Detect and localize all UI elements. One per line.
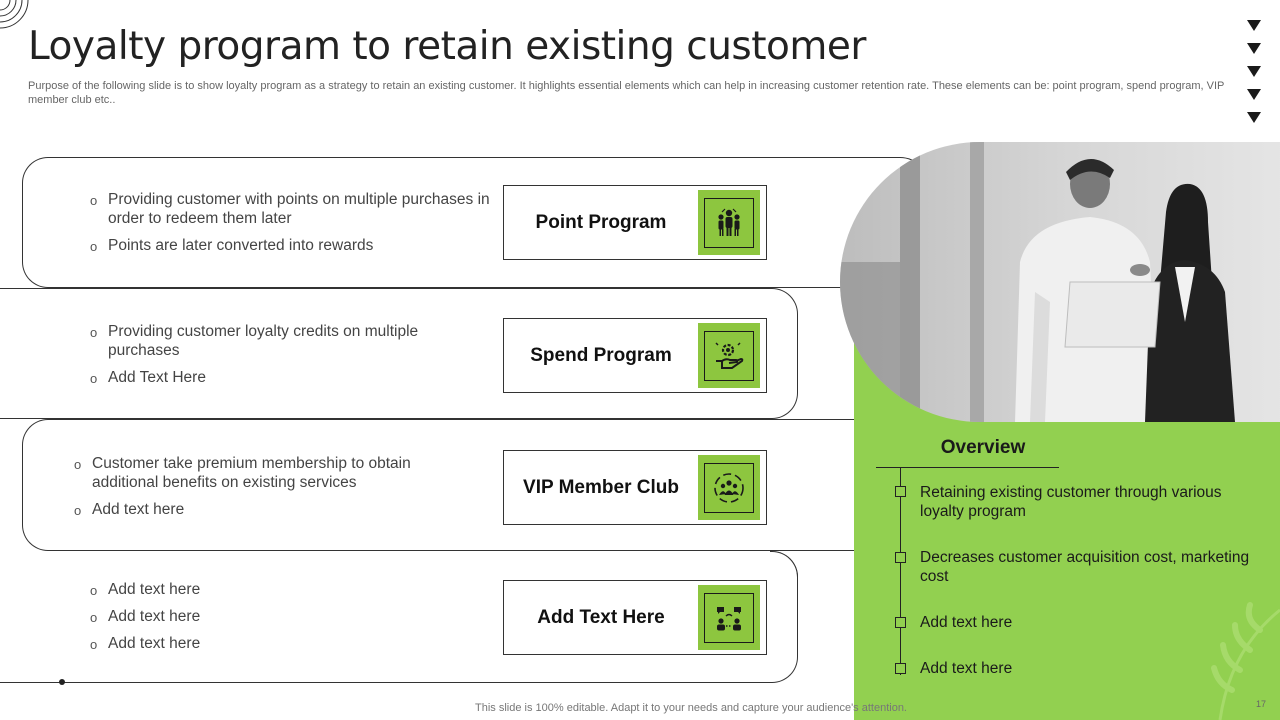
point-program-card[interactable]: Point Program (503, 185, 767, 260)
overview-title: Overview (940, 437, 1026, 458)
overview-item: Retaining existing customer through vari… (920, 484, 1222, 520)
down-arrow-icon[interactable] (1247, 112, 1261, 123)
bullet-item: Add text here (74, 500, 444, 520)
footer-note: This slide is 100% editable. Adapt it to… (475, 702, 907, 714)
page-number: 17 (1256, 699, 1267, 709)
slide-subtitle: Purpose of the following slide is to sho… (28, 80, 1225, 106)
business-people-photo (840, 142, 1280, 422)
bullet-item: Providing customer loyalty credits on mu… (90, 322, 450, 360)
people-exchange-icon[interactable] (698, 585, 760, 650)
bullet-item: Add text here (90, 634, 390, 654)
down-arrow-icon[interactable] (1247, 89, 1261, 100)
overview-item: Add text here (920, 614, 1013, 631)
down-arrow-icon[interactable] (1247, 66, 1261, 77)
down-arrow-icon[interactable] (1247, 43, 1261, 54)
overview-divider (876, 467, 1059, 468)
band-end-line (62, 682, 772, 683)
card-label: Spend Program (530, 344, 672, 366)
program-2-bullets: Providing customer loyalty credits on mu… (90, 322, 450, 395)
vip-member-club-card[interactable]: VIP Member Club (503, 450, 767, 525)
bullet-item: Add Text Here (90, 368, 450, 388)
program-4-bullets: Add text here Add text here Add text her… (90, 580, 390, 661)
nav-arrows (1244, 20, 1264, 135)
spend-program-card[interactable]: Spend Program (503, 318, 767, 393)
program-3-bullets: Customer take premium membership to obta… (74, 454, 444, 527)
card-label: Add Text Here (537, 606, 665, 628)
card-label: VIP Member Club (523, 476, 679, 498)
bullet-item: Customer take premium membership to obta… (74, 454, 444, 492)
overview-item: Decreases customer acquisition cost, mar… (920, 549, 1250, 585)
card-label: Point Program (535, 211, 667, 233)
slide-title: Loyalty program to retain existing custo… (28, 24, 866, 69)
bullet-item: Points are later converted into rewards (90, 236, 490, 256)
bullet-item: Providing customer with points on multip… (90, 190, 490, 228)
corner-arcs-decoration (0, 0, 29, 29)
members-cycle-icon[interactable] (698, 455, 760, 520)
leaf-decoration (1211, 602, 1280, 720)
down-arrow-icon[interactable] (1247, 20, 1261, 31)
overview-timeline (900, 467, 901, 675)
program-1-bullets: Providing customer with points on multip… (90, 190, 490, 263)
hand-gear-icon[interactable] (698, 323, 760, 388)
bullet-item: Add text here (90, 607, 390, 627)
band-connector (770, 551, 798, 579)
people-group-icon[interactable] (698, 190, 760, 255)
bullet-item: Add text here (90, 580, 390, 600)
checkbox-icon (895, 663, 906, 674)
band-end-dot (59, 679, 65, 685)
add-text-here-card[interactable]: Add Text Here (503, 580, 767, 655)
checkbox-icon (895, 486, 906, 497)
overview-item: Add text here (920, 660, 1013, 677)
checkbox-icon (895, 552, 906, 563)
checkbox-icon (895, 617, 906, 628)
